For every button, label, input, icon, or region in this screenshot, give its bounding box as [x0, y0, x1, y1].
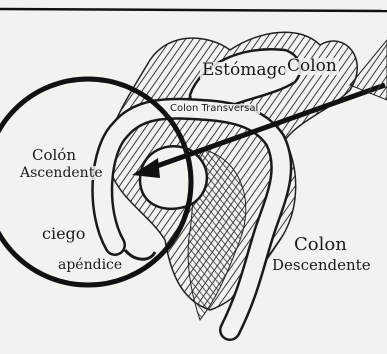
label-appendix: apéndice: [56, 258, 124, 272]
label-transverse-colon: Colon Transversal: [168, 104, 260, 114]
appendix-tail: [125, 250, 155, 259]
label-descending-colon-2: Descendente: [270, 258, 373, 273]
label-colon-top: Colon: [285, 58, 339, 75]
label-stomach: Estómago: [200, 62, 290, 79]
label-descending-colon-1: Colon: [292, 236, 349, 254]
frame-top-line: [0, 9, 387, 11]
small-intestine-loop: [140, 146, 207, 209]
label-ascending-colon-1: Colón: [30, 148, 78, 163]
label-cecum: ciego: [40, 226, 87, 242]
label-ascending-colon-2: Ascendente: [18, 166, 105, 180]
